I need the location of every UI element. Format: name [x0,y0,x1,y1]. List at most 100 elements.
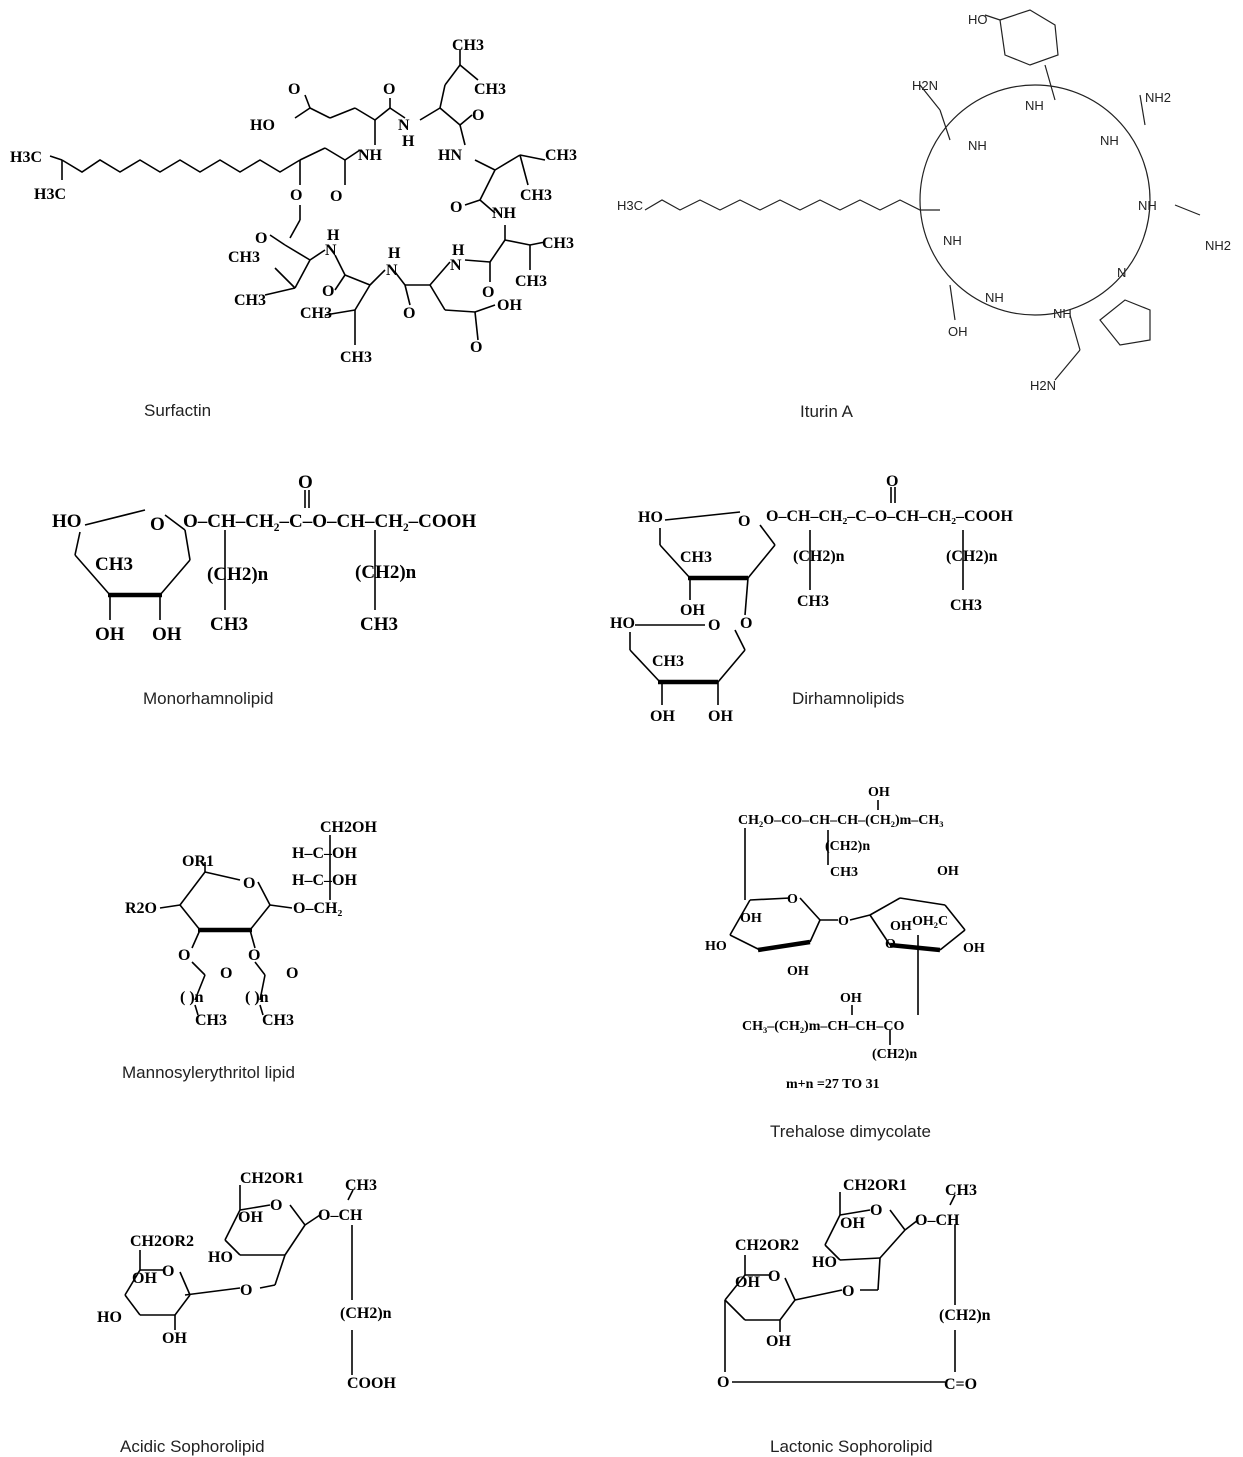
surfactin-atom: O [403,305,415,322]
mel-atom: CH3 [195,1012,227,1029]
dirhamnolipids-atom: CH3 [797,593,829,610]
trehalose-atom: OH [868,785,890,800]
surfactin-atom: O [470,339,482,356]
surfactin-atom: O [482,284,494,301]
trehalose-atom: (CH2)n [872,1047,917,1062]
monorhamnolipid-atom: HO [52,511,82,532]
dirhamnolipids-atom: O [738,513,750,530]
acidic-atom: O [240,1282,252,1299]
lactonic-atom: O [842,1283,854,1300]
mel-chain: O–CH₂ [293,900,342,917]
dirhamnolipids-atom: (CH2)n [946,548,998,565]
surfactin-atom: N [325,242,337,259]
surfactin-atom: O [288,81,300,98]
monorhamnolipid-atom: CH3 [95,554,133,575]
trehalose-atom: O [885,937,896,952]
iturin-atom: H2N [1030,378,1056,393]
lactonic-atom: C=O [944,1376,977,1393]
surfactin-atom: CH3 [300,305,332,322]
mel-atom: CH2OH [320,819,377,836]
iturin-atom: N [1117,265,1126,280]
dirhamnolipids-structure: HO O CH3 OH O HO O CH3 OH OH O–CH–CH₂–C–… [610,473,1013,725]
surfactin-structure: H3C H3C O O O NH HO O O N H CH3 CH3 O HN… [10,37,577,366]
monorhamnolipid-atom: (CH2)n [355,562,417,583]
surfactin-atom: CH3 [340,349,372,366]
iturin-atom: H2N [912,78,938,93]
mel-atom: O [220,965,232,982]
trehalose-chain: OH₂C [912,914,948,929]
trehalose-atom: OH [890,919,912,934]
caption-acidic-sophorolipid: Acidic Sophorolipid [120,1437,265,1456]
trehalose-chain: CH₂O–CO–CH–CH–(CH₂)m–CH₃ [738,813,943,828]
surfactin-atom: N [450,257,462,274]
trehalose-chain: CH₃–(CH₂)m–CH–CH–CO [742,1019,904,1034]
trehalose-atom: OH [787,964,809,979]
acidic-atom: O [270,1197,282,1214]
monorhamnolipid-atom: CH3 [210,614,248,635]
lactonic-chain: O–CH [915,1212,960,1229]
surfactin-atom: HN [438,147,462,164]
iturin-a-structure: HO H2N NH2 NH2 H2N NH NH NH NH N NH NH N… [617,9,1231,393]
dirhamnolipids-atom: HO [610,615,635,632]
lactonic-atom: OH [766,1333,791,1350]
acidic-sophorolipid-structure: CH2OR1 CH3 O–CH O OH HO O CH2OR2 OH O HO… [97,1170,396,1392]
surfactin-atom: CH3 [545,147,577,164]
lactonic-atom: (CH2)n [939,1307,991,1324]
monorhamnolipid-atom: OH [152,624,182,645]
lactonic-atom: CH3 [945,1182,977,1199]
surfactin-atom: N [386,262,398,279]
surfactin-atom: O [330,188,342,205]
caption-dirhamnolipids: Dirhamnolipids [792,689,904,708]
lactonic-atom: O [870,1202,882,1219]
surfactin-atom: O [290,187,302,204]
iturin-atom: NH [1100,133,1119,148]
caption-surfactin: Surfactin [144,401,211,420]
surfactin-atom: CH3 [542,235,574,252]
acidic-atom: OH [132,1270,157,1287]
trehalose-atom: O [787,892,798,907]
lactonic-atom: O [717,1374,729,1391]
mel-chain: ( )n [245,989,269,1006]
acidic-atom: OH [238,1209,263,1226]
surfactin-atom: H [388,245,401,262]
dirhamnolipids-atom: OH [650,708,675,725]
trehalose-atom: OH [840,991,862,1006]
monorhamnolipid-chain: O–CH–CH₂–C–O–CH–CH₂–COOH [183,511,476,532]
monorhamnolipid-structure: HO O CH3 OH OH O–CH–CH₂–C–O–CH–CH₂–COOH … [52,472,476,645]
surfactin-atom: NH [492,205,517,222]
iturin-atom: NH [1138,198,1157,213]
surfactin-atom: O [322,283,334,300]
dirhamnolipids-atom: OH [708,708,733,725]
mel-chain: ( )n [180,989,204,1006]
surfactin-atom: CH3 [520,187,552,204]
dirhamnolipids-atom: (CH2)n [793,548,845,565]
lactonic-atom: OH [735,1274,760,1291]
lactonic-atom: CH2OR2 [735,1237,799,1254]
dirhamnolipids-atom: OH [680,602,705,619]
caption-iturin-a: Iturin A [800,402,854,421]
monorhamnolipid-atom: OH [95,624,125,645]
surfactin-atom: CH3 [452,37,484,54]
trehalose-note: m+n =27 TO 31 [786,1077,880,1092]
acidic-atom: CH3 [345,1177,377,1194]
dirhamnolipids-atom: CH3 [680,549,712,566]
dirhamnolipids-chain: O–CH–CH₂–C–O–CH–CH₂–COOH [766,508,1013,525]
acidic-chain: O–CH [318,1207,363,1224]
iturin-atom: NH [985,290,1004,305]
monorhamnolipid-atom: O [298,472,313,493]
mel-atom: R2O [125,900,157,917]
acidic-atom: HO [208,1249,233,1266]
surfactin-atom: NH [358,147,383,164]
caption-monorhamnolipid: Monorhamnolipid [143,689,273,708]
acidic-atom: HO [97,1309,122,1326]
surfactin-atom: CH3 [515,273,547,290]
trehalose-atom: CH3 [830,865,858,880]
mannosylerythritol-lipid-structure: OR1 O R2O O–CH₂ CH2OH H–C–OH H–C–OH O O … [125,819,377,1029]
iturin-atom: NH2 [1145,90,1171,105]
dirhamnolipids-atom: O [886,473,898,490]
mel-atom: O [178,947,190,964]
surfactin-atom: H [402,133,415,150]
lactonic-atom: CH2OR1 [843,1177,907,1194]
caption-lactonic-sophorolipid: Lactonic Sophorolipid [770,1437,933,1456]
